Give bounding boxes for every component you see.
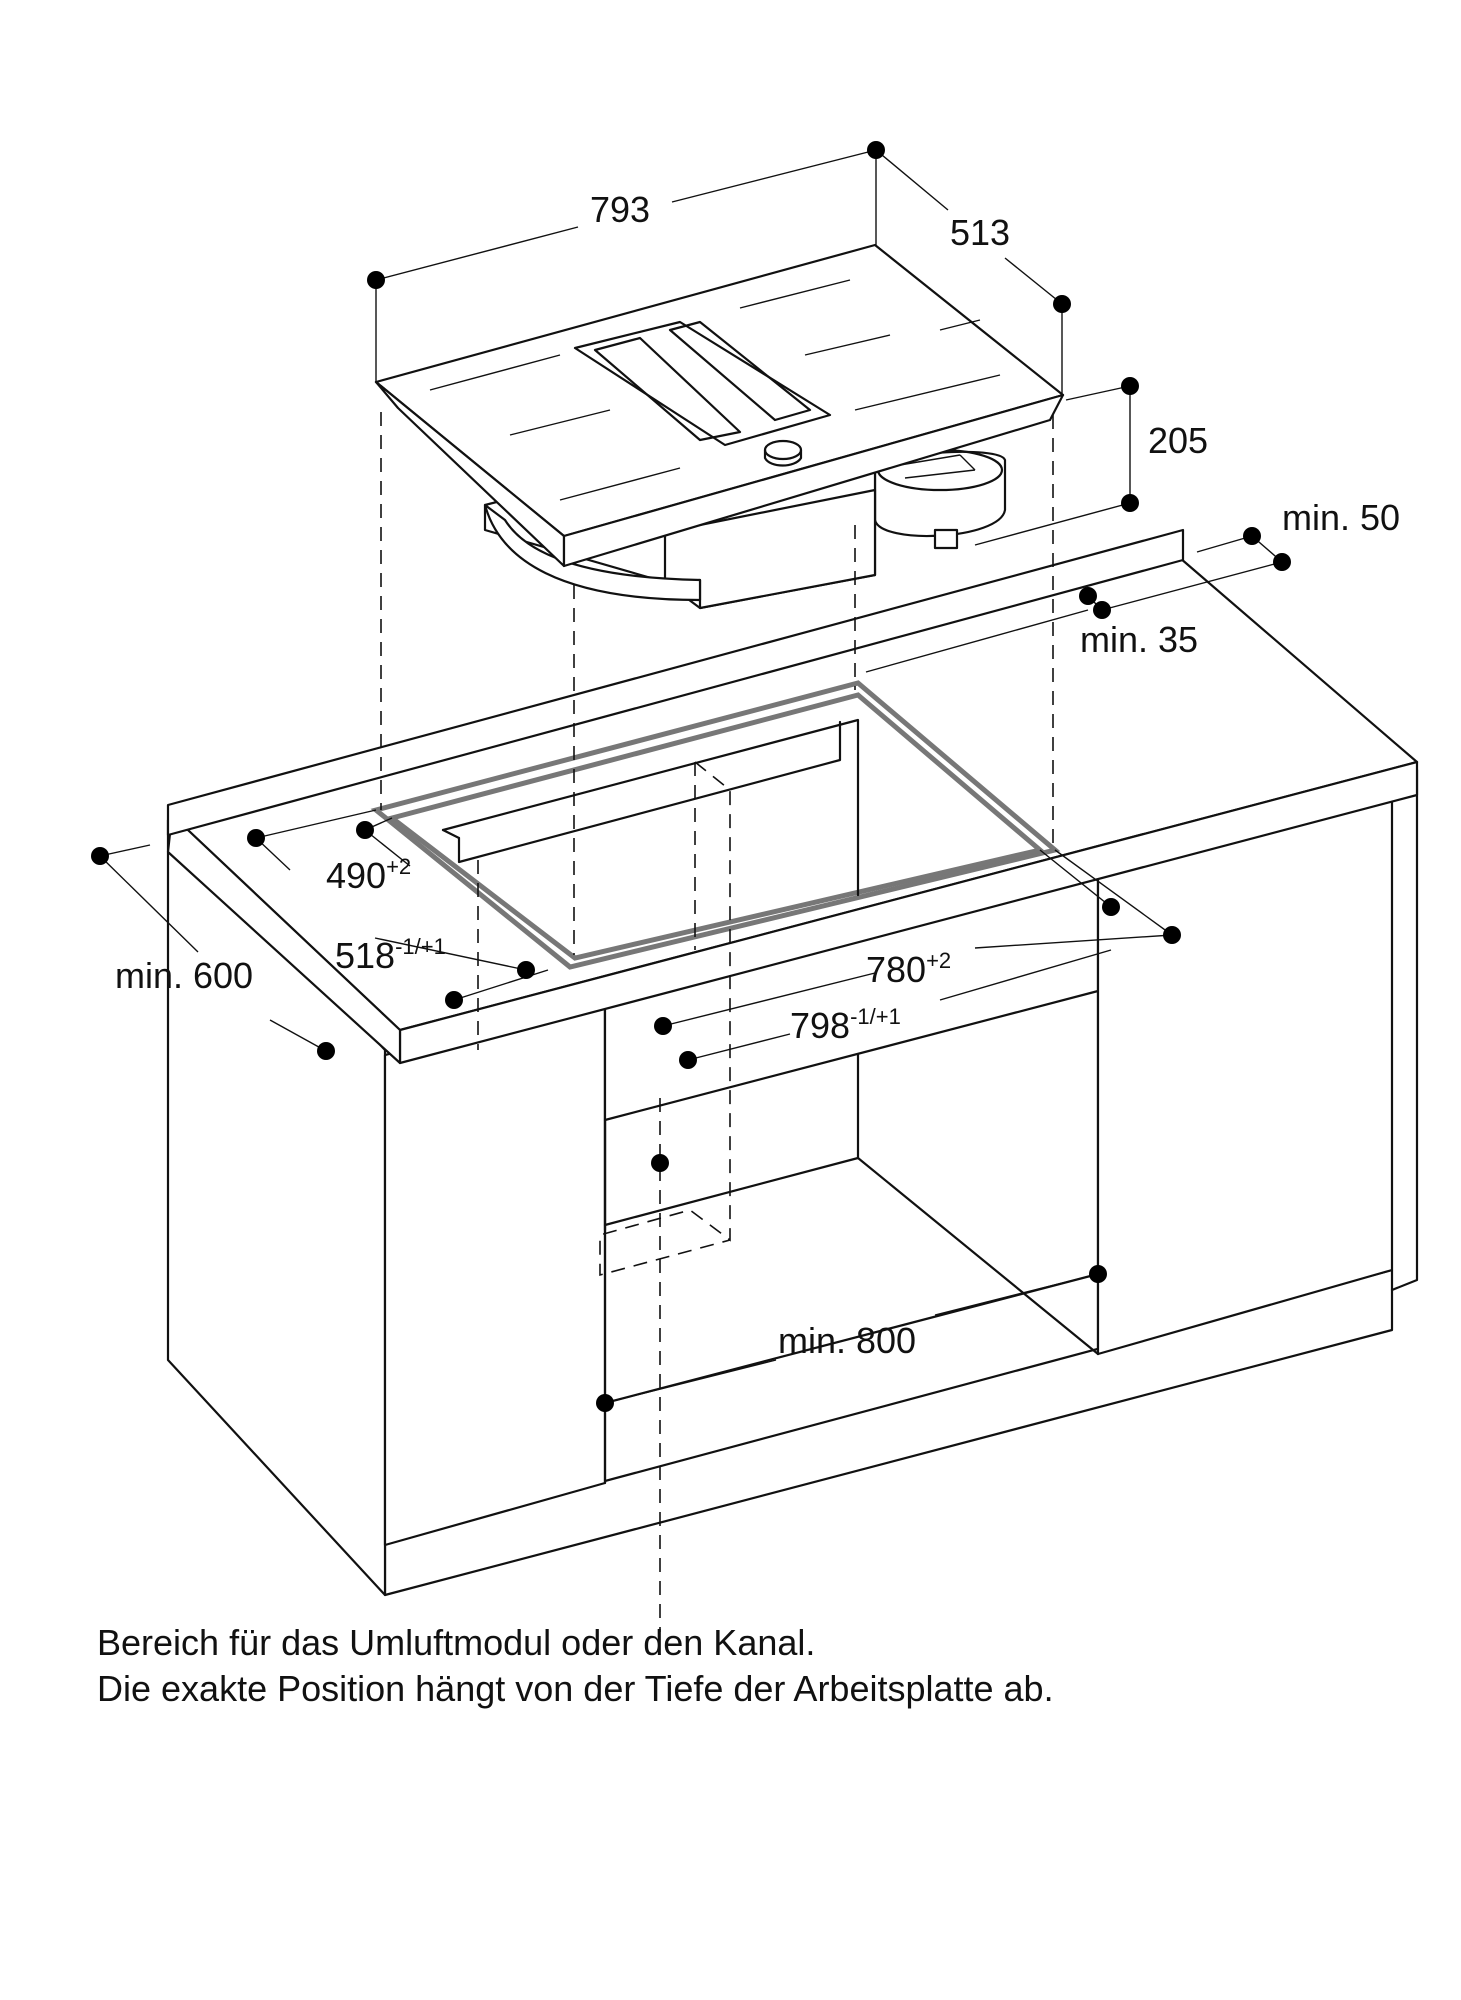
dot [1079,587,1097,605]
dot [654,1017,672,1035]
cutout-width-value: 780 [866,949,926,990]
dot [1243,527,1261,545]
label-width: 793 [590,189,650,230]
dot [367,271,385,289]
frame-depth-tolerance: -1/+1 [395,934,446,959]
label-cutout-depth: 490+2 [326,854,411,896]
dot [91,847,109,865]
dot [1163,926,1181,944]
dot [1273,553,1291,571]
caption: Bereich für das Umluftmodul oder den Kan… [97,1620,1054,1712]
frame-depth-value: 518 [335,935,395,976]
dot [517,961,535,979]
label-height: 205 [1148,420,1208,461]
cutout-width-tolerance: +2 [926,948,951,973]
dimension-labels: 793 513 205 min. 50 min. 35 min. 600 490… [115,189,1400,1361]
dot [596,1394,614,1412]
label-frame-width: 798-1/+1 [790,1004,901,1046]
label-min-rear-gap: min. 50 [1282,497,1400,538]
cutout-depth-value: 490 [326,855,386,896]
dimension-dots [91,141,1291,1412]
frame-width-tolerance: -1/+1 [850,1004,901,1029]
label-min-cabinet-width: min. 800 [778,1320,916,1361]
dot [247,829,265,847]
dot [1093,601,1111,619]
cooktop [374,243,1065,610]
label-min-worktop-depth: min. 600 [115,955,253,996]
label-frame-depth: 518-1/+1 [335,934,446,976]
alignment-lines [380,412,1054,1632]
dot [1102,898,1120,916]
caption-line-1: Bereich für das Umluftmodul oder den Kan… [97,1622,816,1663]
frame-width-value: 798 [790,1005,850,1046]
dot [651,1154,669,1172]
dot [445,991,463,1009]
dot [679,1051,697,1069]
cabinet [166,768,1419,1597]
cutout-depth-tolerance: +2 [386,854,411,879]
dot [867,141,885,159]
label-min-step: min. 35 [1080,619,1198,660]
worktop [166,528,1419,1065]
label-cutout-width: 780+2 [866,948,951,990]
dot [1053,295,1071,313]
dot [317,1042,335,1060]
dot [1121,494,1139,512]
caption-line-2: Die exakte Position hängt von der Tiefe … [97,1668,1054,1709]
dot [356,821,374,839]
label-depth: 513 [950,212,1010,253]
dot [1121,377,1139,395]
dot [1089,1265,1107,1283]
